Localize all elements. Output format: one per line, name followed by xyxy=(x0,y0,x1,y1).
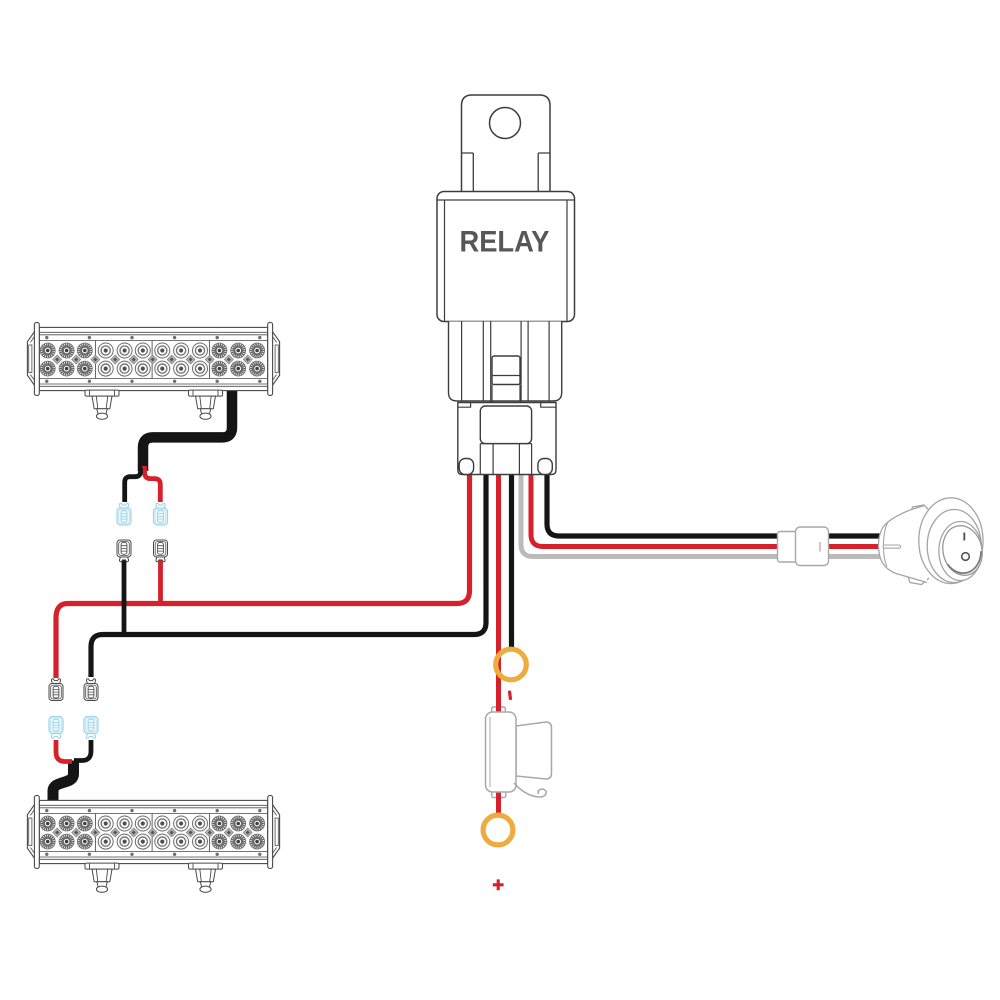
svg-text:RELAY: RELAY xyxy=(460,226,550,259)
